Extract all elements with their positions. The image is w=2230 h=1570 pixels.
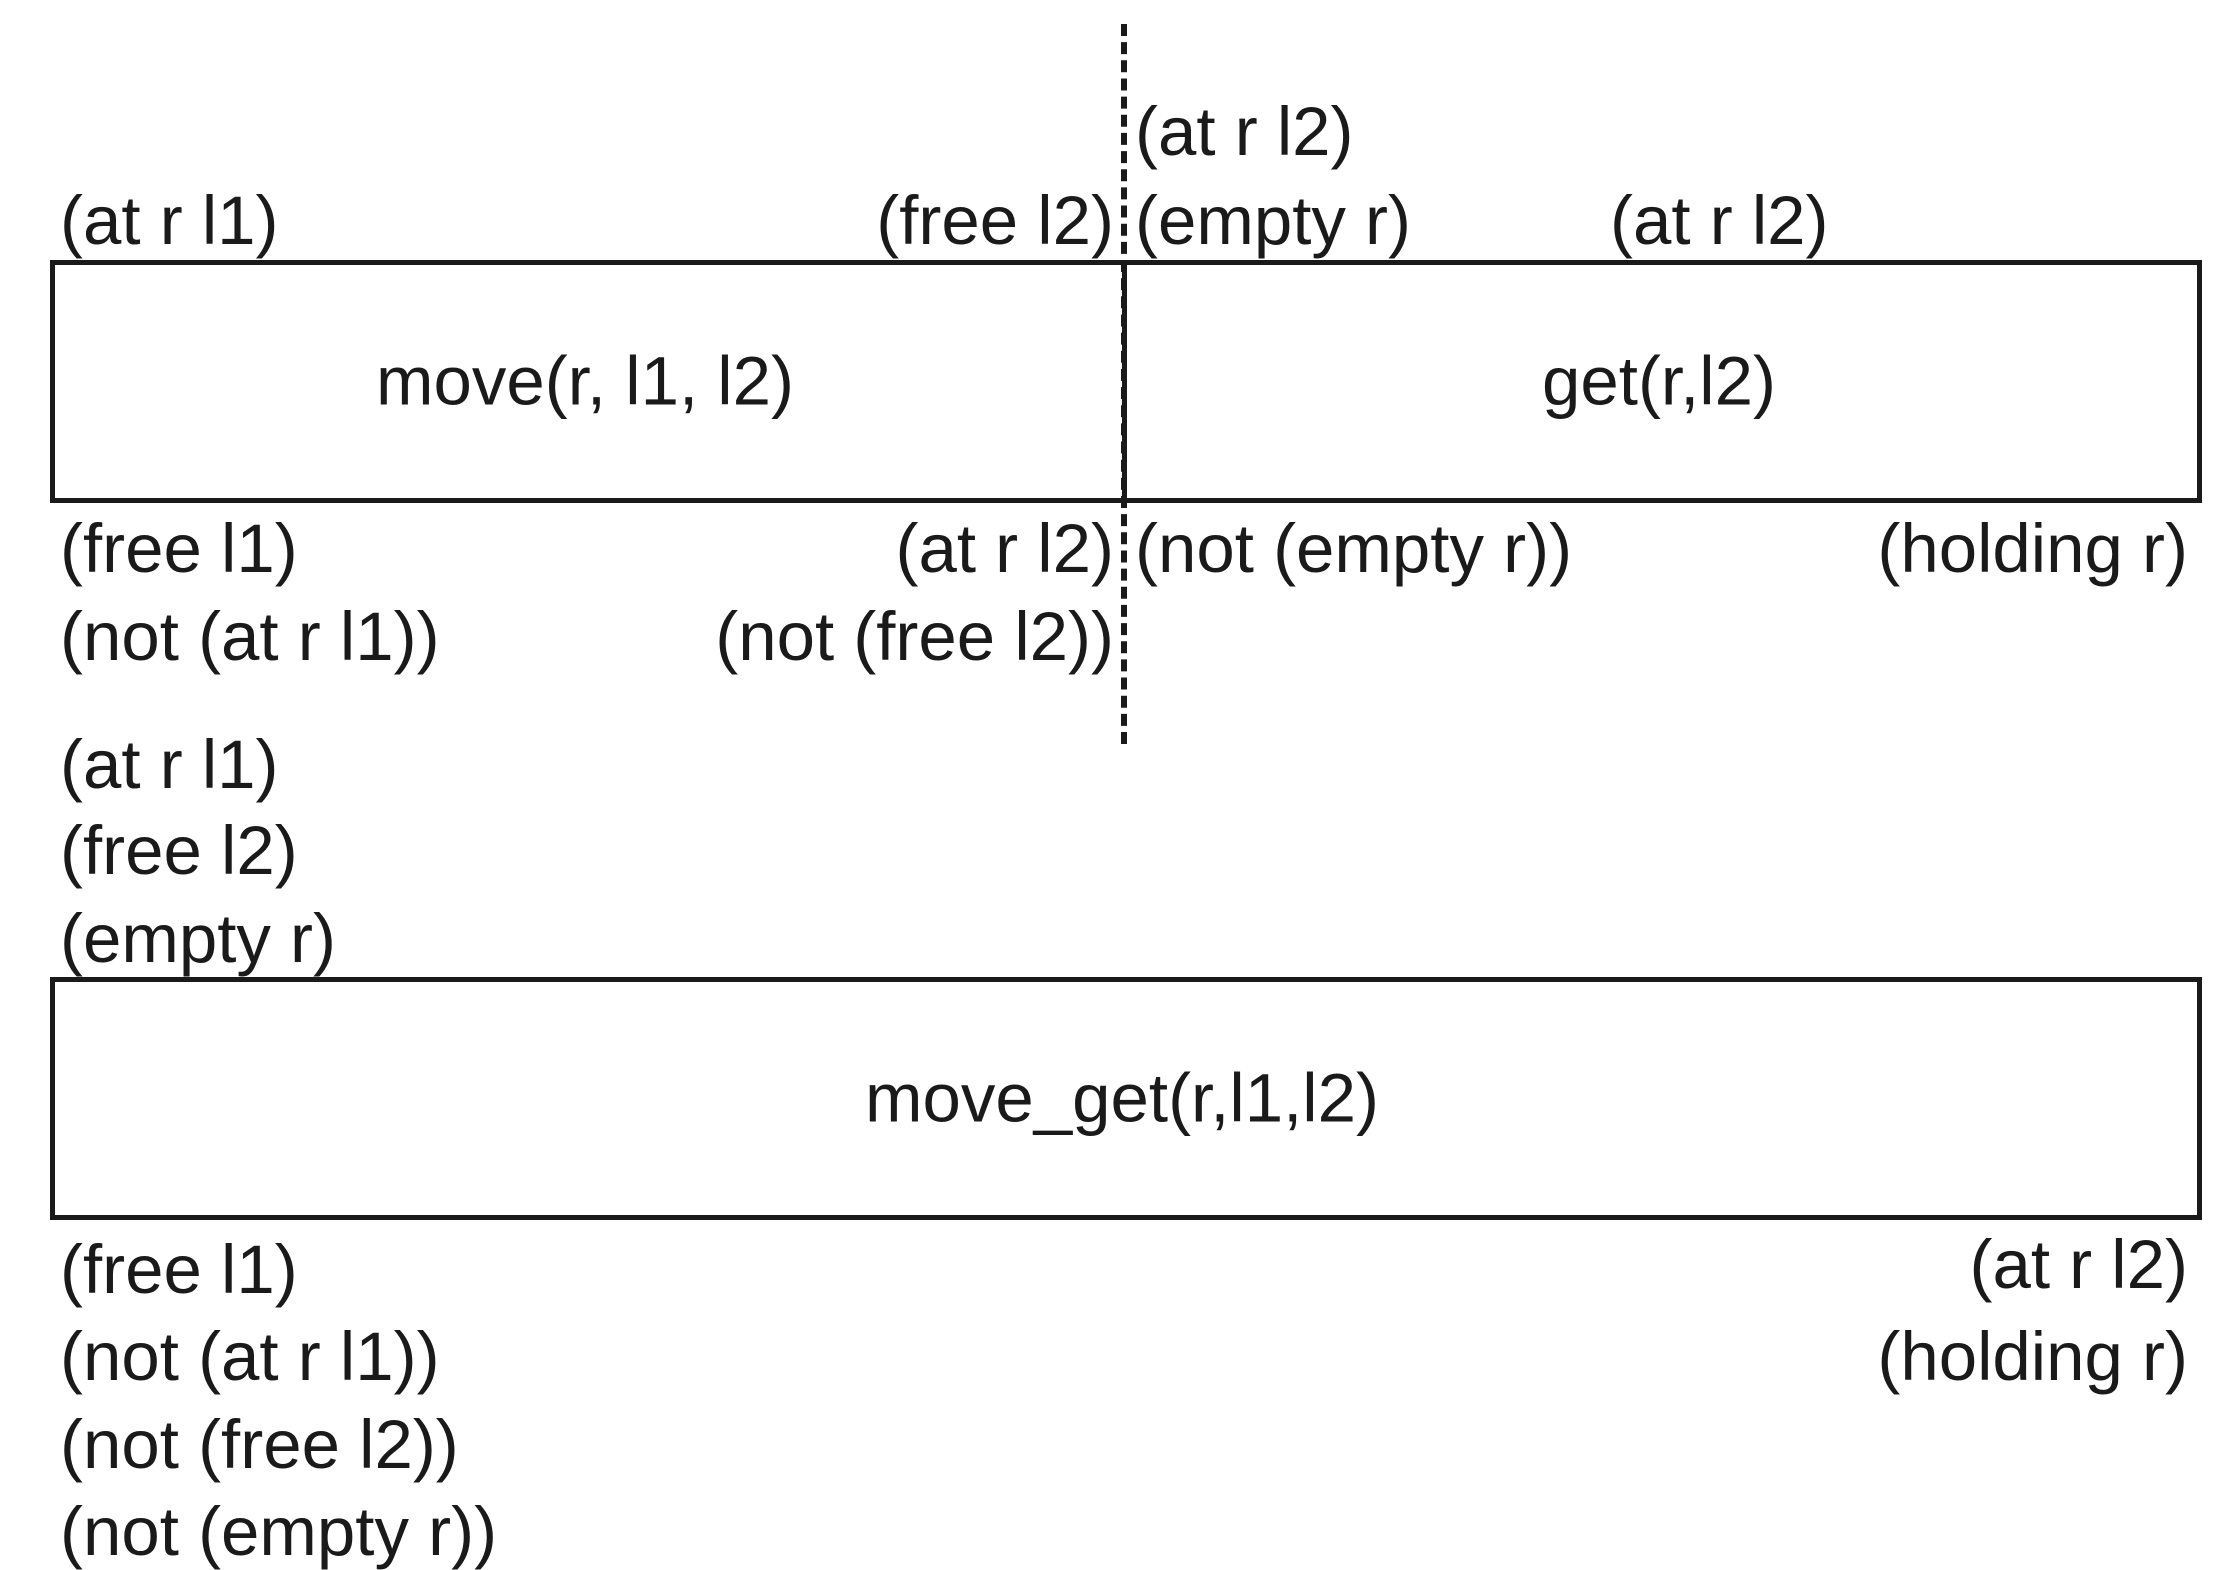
move-precondition-free-l2: (free l2)	[876, 182, 1114, 259]
move-get-effect-not-free-l2: (not (free l2))	[60, 1406, 459, 1483]
get-effect-not-empty-r: (not (empty r))	[1135, 510, 1573, 587]
move-effect-free-l1: (free l1)	[60, 510, 298, 587]
move-get-effect-not-empty-r: (not (empty r))	[60, 1493, 498, 1570]
move-action-label: move(r, l1, l2)	[376, 342, 794, 420]
get-precondition-at-r-l2: (at r l2)	[1135, 93, 1354, 170]
move-effect-not-at-r-l1: (not (at r l1))	[60, 598, 440, 675]
move-effect-not-free-l2: (not (free l2))	[715, 598, 1114, 675]
move-precondition-at-r-l1: (at r l1)	[60, 182, 279, 259]
move-get-action-label: move_get(r,l1,l2)	[865, 1059, 1379, 1137]
move-get-effect-not-at-r-l1: (not (at r l1))	[60, 1318, 440, 1395]
move-effect-at-r-l2: (at r l2)	[895, 510, 1114, 587]
get-precondition-empty-r: (empty r)	[1135, 182, 1411, 259]
move-get-precondition-empty-r: (empty r)	[60, 900, 336, 977]
move-get-combined-box	[50, 977, 2202, 1220]
get-precondition-at-r-l2-right: (at r l2)	[1610, 182, 1829, 259]
move-get-precondition-at-r-l1: (at r l1)	[60, 726, 279, 803]
get-action-label: get(r,l2)	[1542, 342, 1776, 420]
move-get-effect-free-l1: (free l1)	[60, 1231, 298, 1308]
move-get-effect-at-r-l2: (at r l2)	[1969, 1226, 2188, 1303]
move-get-divider	[1122, 262, 1127, 502]
move-get-effect-holding-r: (holding r)	[1877, 1318, 2188, 1395]
move-get-precondition-free-l2: (free l2)	[60, 812, 298, 889]
get-effect-holding-r: (holding r)	[1877, 510, 2188, 587]
